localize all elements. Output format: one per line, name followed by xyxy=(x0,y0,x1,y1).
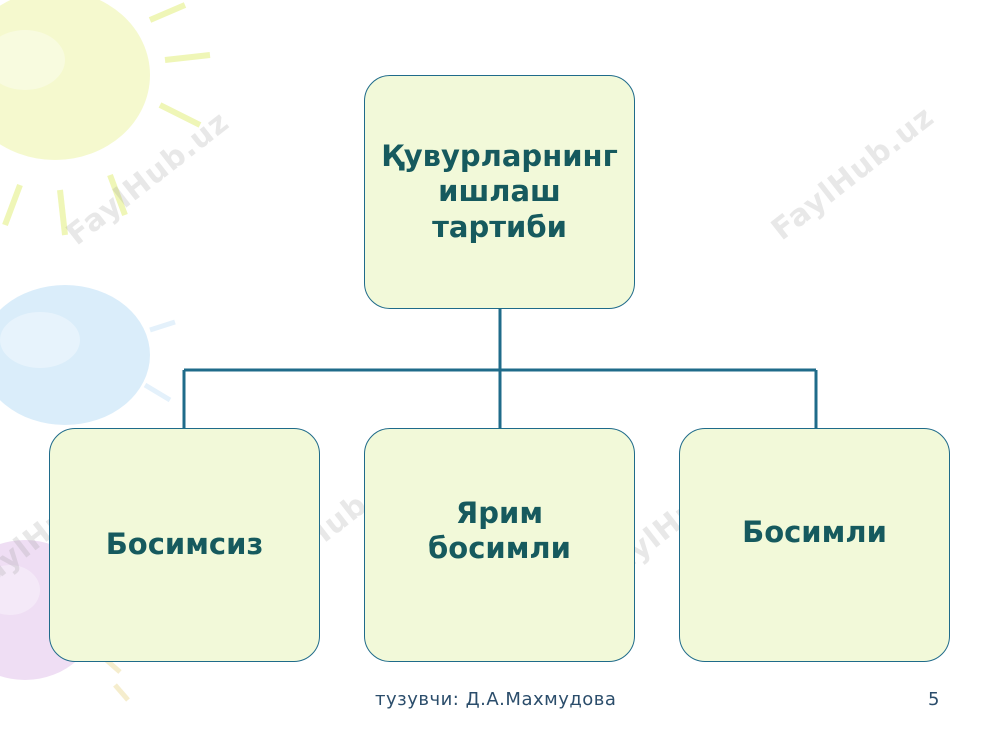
child-node-unpressurized: Босимсиз xyxy=(49,428,320,662)
page-number: 5 xyxy=(928,689,940,710)
child-node-pressurized: Босимли xyxy=(679,428,950,662)
root-node: Қувурларнинг ишлаш тартиби xyxy=(364,75,635,309)
child-node-label: Ярим босимли xyxy=(428,495,571,565)
child-node-label: Босимсиз xyxy=(105,527,264,562)
child-node-label: Босимли xyxy=(742,515,887,550)
child-node-semi-pressurized: Ярим босимли xyxy=(364,428,635,662)
root-node-label: Қувурларнинг ишлаш тартиби xyxy=(381,138,618,244)
footer-author: тузувчи: Д.А.Махмудова xyxy=(375,689,617,710)
